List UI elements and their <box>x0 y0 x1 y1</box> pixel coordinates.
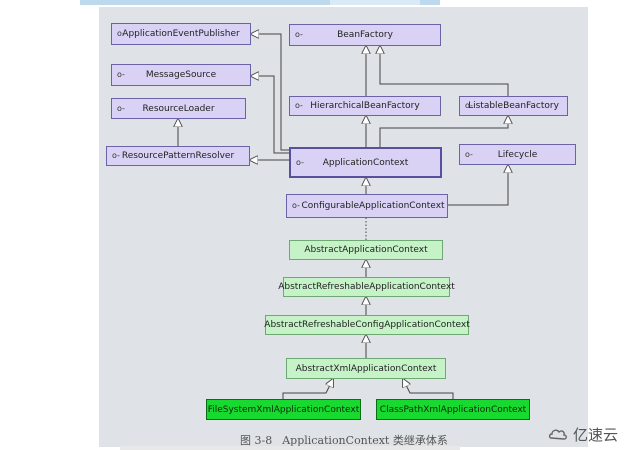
node-label: ClassPathXmlApplicationContext <box>379 404 527 415</box>
node-listable-bean-factory: o- ListableBeanFactory <box>459 96 568 116</box>
node-file-system-xml-application-context: FileSystemXmlApplicationContext <box>206 399 361 420</box>
watermark-text: 亿速云 <box>573 426 619 444</box>
interface-marker: o- <box>465 101 473 111</box>
node-abstract-xml-application-context: AbstractXmlApplicationContext <box>286 358 446 379</box>
watermark: 亿速云 <box>548 424 618 445</box>
node-label: ApplicationContext <box>322 157 409 168</box>
node-application-event-publisher: o- ApplicationEventPublisher <box>111 23 251 45</box>
node-label: AbstractRefreshableApplicationContext <box>278 282 455 292</box>
node-label: ConfigurableApplicationContext <box>301 201 445 211</box>
edge-configurable-to-lifecycle <box>448 165 508 206</box>
node-label: ResourcePatternResolver <box>121 151 235 161</box>
node-label: AbstractRefreshableConfigApplicationCont… <box>264 320 470 330</box>
figure-title: ApplicationContext 类继承体系 <box>282 434 448 447</box>
node-abstract-refreshable-application-context: AbstractRefreshableApplicationContext <box>278 277 455 297</box>
edge-filesystem-to-xml <box>282 379 333 399</box>
node-label: AbstractXmlApplicationContext <box>295 363 437 374</box>
edge-context-to-event-publisher <box>251 34 290 151</box>
node-label: ListableBeanFactory <box>468 101 559 111</box>
top-text-strip <box>80 0 440 5</box>
node-lifecycle: o- Lifecycle <box>459 144 576 165</box>
node-label: Lifecycle <box>497 149 538 160</box>
interface-marker: o- <box>117 103 125 113</box>
node-resource-pattern-resolver: o- ResourcePatternResolver <box>106 146 250 166</box>
figure-caption: 图 3-8 ApplicationContext 类继承体系 <box>240 432 448 448</box>
node-label: AbstractApplicationContext <box>304 245 428 255</box>
node-abstract-refreshable-config-application-context: AbstractRefreshableConfigApplicationCont… <box>264 315 470 335</box>
bottom-text-strip <box>120 446 460 450</box>
interface-marker: o- <box>112 151 120 161</box>
node-message-source: o- MessageSource <box>111 64 251 86</box>
edge-context-to-listable <box>379 116 508 147</box>
node-label: FileSystemXmlApplicationContext <box>207 404 360 415</box>
node-configurable-application-context: o- ConfigurableApplicationContext <box>286 194 448 218</box>
node-label: ResourceLoader <box>142 103 215 114</box>
top-text-strip-light <box>330 0 420 5</box>
interface-marker: o- <box>117 70 125 80</box>
node-label: ApplicationEventPublisher <box>122 29 240 39</box>
node-label: HierarchicalBeanFactory <box>310 101 420 111</box>
interface-marker: o- <box>295 101 303 111</box>
interface-marker: o- <box>292 201 300 211</box>
edge-classpath-to-xml <box>403 379 454 399</box>
interface-marker: o- <box>295 30 303 40</box>
node-label: BeanFactory <box>337 30 393 40</box>
node-bean-factory: o- BeanFactory <box>289 24 441 46</box>
node-class-path-xml-application-context: ClassPathXmlApplicationContext <box>376 399 530 420</box>
interface-marker: o- <box>465 149 473 159</box>
node-hierarchical-bean-factory: o- HierarchicalBeanFactory <box>289 96 441 116</box>
interface-marker: o- <box>296 157 304 167</box>
edge-context-to-message-source <box>251 76 290 154</box>
cloud-logo-icon <box>548 429 567 440</box>
node-abstract-application-context: AbstractApplicationContext <box>289 240 443 260</box>
node-resource-loader: o- ResourceLoader <box>111 98 246 119</box>
node-label: MessageSource <box>145 70 217 80</box>
figure-number: 图 3-8 <box>240 434 273 447</box>
edge-listable-to-beanfactory <box>380 46 509 96</box>
node-application-context: o- ApplicationContext <box>289 147 442 178</box>
interface-marker: o- <box>117 29 125 39</box>
